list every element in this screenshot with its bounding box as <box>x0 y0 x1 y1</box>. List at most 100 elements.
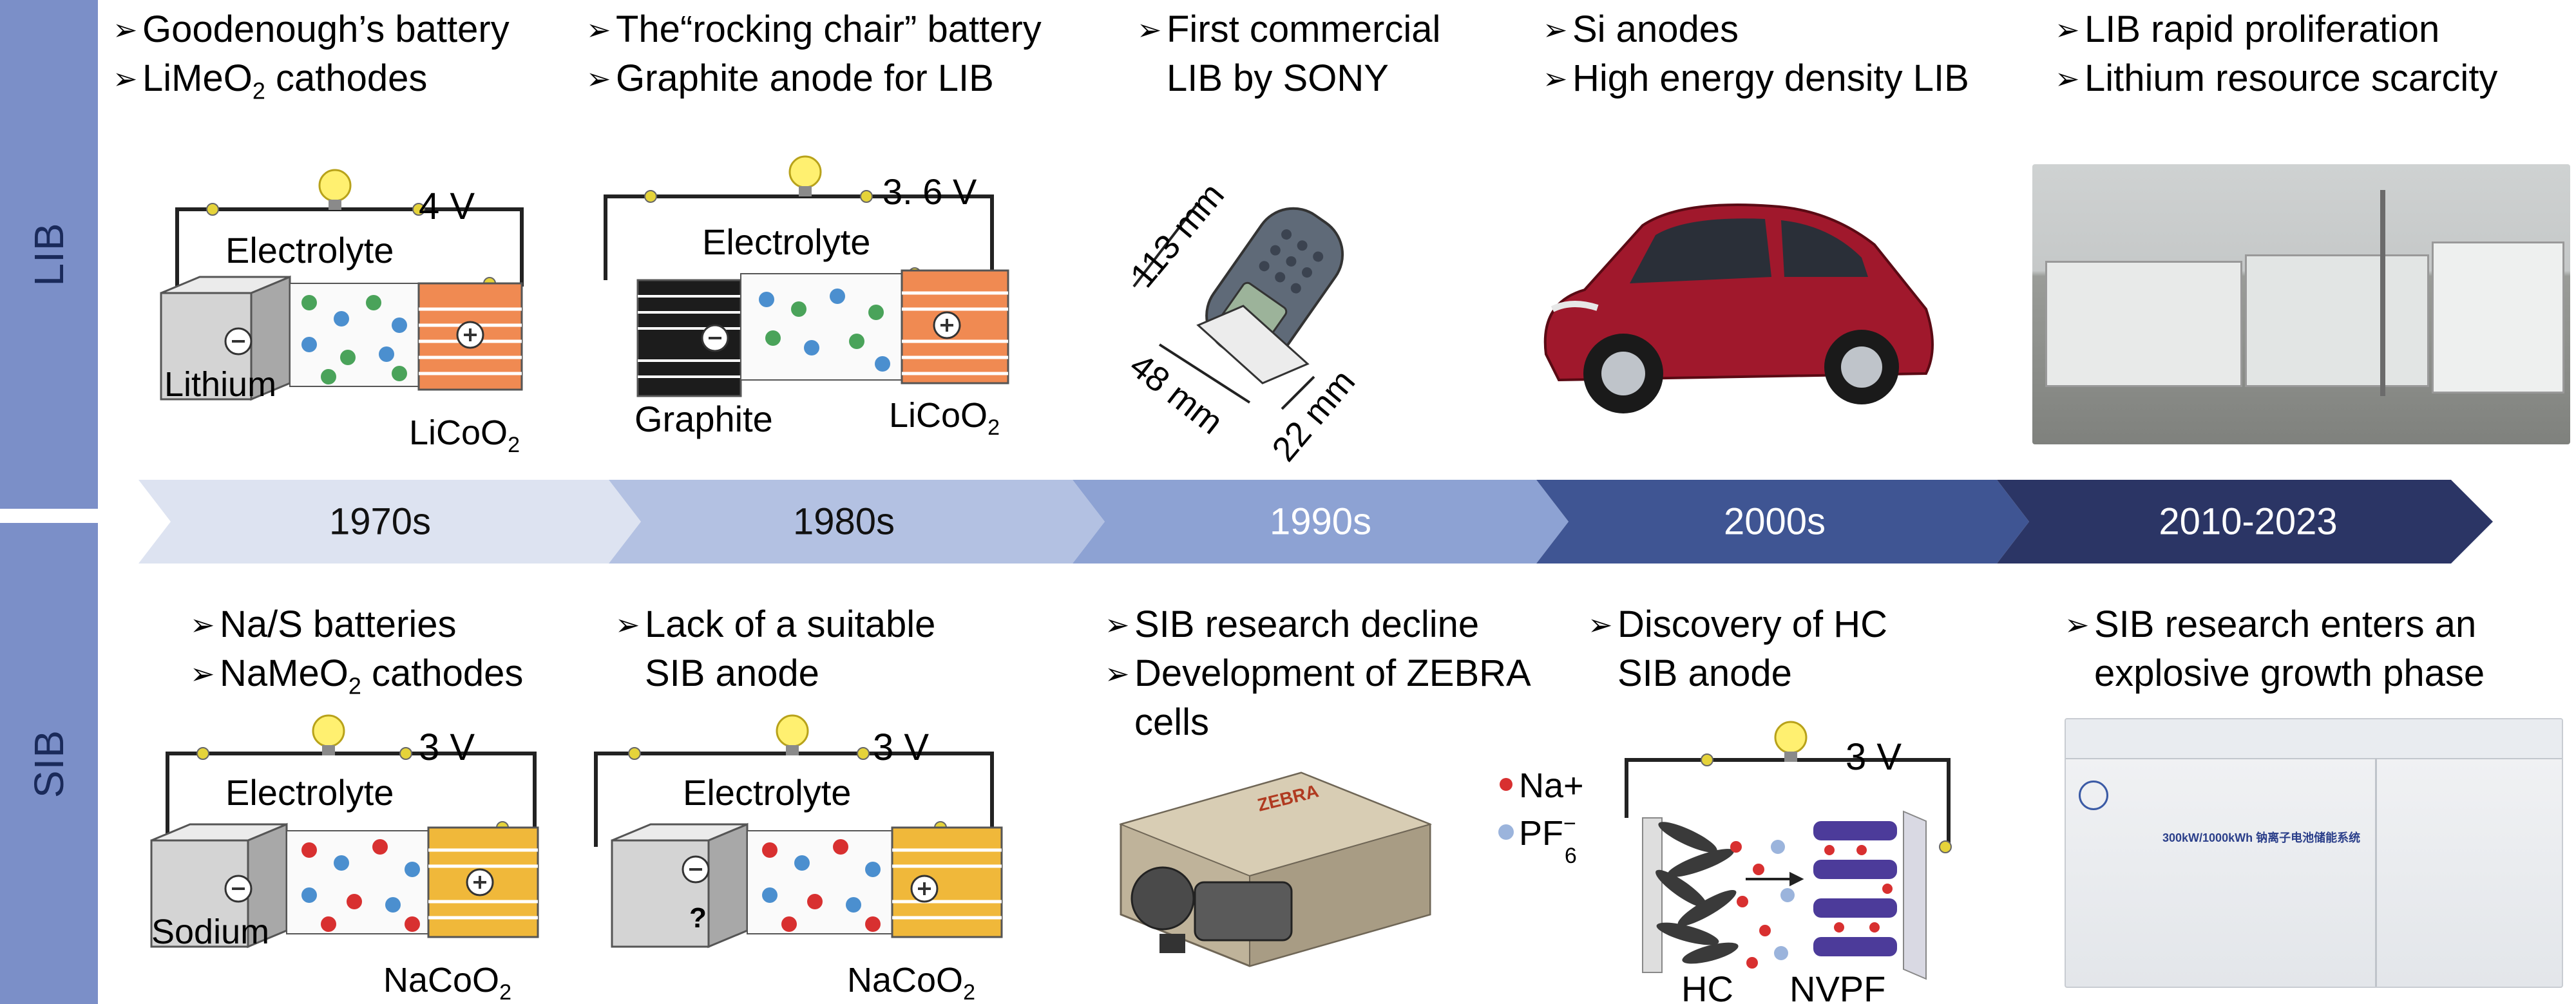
bullet-text: SIB research decline <box>1134 603 1480 645</box>
bullet-text: SIB anode <box>1617 652 1792 694</box>
bullet-text: Lithium resource scarcity <box>2085 57 2498 99</box>
timeline-segment-2000s <box>1536 480 2029 564</box>
bullet-icon: ➢ <box>586 13 611 46</box>
energy-storage-site-image <box>2032 164 2570 444</box>
era-label-2010-2023: 2010-2023 <box>2159 500 2338 543</box>
wire-node-icon <box>399 747 412 760</box>
na-ion-legend-icon <box>1500 778 1512 791</box>
plus-sign-icon <box>933 311 961 339</box>
bullet-text: cathodes <box>265 57 428 99</box>
timeline-segment-1990s <box>1073 480 1569 564</box>
cell-voltage: 3. 6 V <box>883 171 977 212</box>
bullet-text: LiMeO <box>142 57 253 99</box>
lib-1990s-text: ➢First commercial LIB by SONY <box>1137 5 1440 103</box>
lib-1970s-text: ➢Goodenough’s battery ➢LiMeO2 cathodes <box>113 5 510 116</box>
bullet-icon: ➢ <box>113 62 138 95</box>
anode-label: Graphite <box>634 399 773 439</box>
era-label-2000s: 2000s <box>1723 500 1826 543</box>
sib-2010s-text: ➢SIB research enters an explosive growth… <box>2065 600 2485 698</box>
anode-label: Sodium <box>151 913 269 951</box>
hard-carbon-anode <box>1655 822 1739 964</box>
wire-node-icon <box>1939 840 1952 853</box>
subscript: 2 <box>252 77 265 104</box>
ion-icon <box>301 295 407 384</box>
wire-node-icon <box>206 203 219 216</box>
wire-node-icon <box>644 190 657 203</box>
sib-1970s-text: ➢Na/S batteries ➢NaMeO2 cathodes <box>190 600 523 711</box>
bullet-text: Development of ZEBRA <box>1134 652 1531 694</box>
phone-width-label: 48 mm <box>1123 346 1230 442</box>
bullet-text: NaMeO <box>220 652 348 694</box>
minus-sign-icon <box>682 855 710 884</box>
lib-graphite-cell-diagram: 3. 6 V Electrolyte Graphite LiCoO2 <box>604 155 1009 440</box>
cathode-label: NaCoO2 <box>383 961 511 1004</box>
bullet-text: First commercial <box>1167 8 1441 50</box>
bullet-icon: ➢ <box>586 62 611 95</box>
bullet-icon: ➢ <box>1105 657 1130 690</box>
bulb-icon <box>318 169 352 210</box>
electrolyte-label: Electrolyte <box>702 222 870 262</box>
subscript: 2 <box>348 672 361 699</box>
hc-label: HC <box>1681 969 1733 1004</box>
electrolyte-label: Electrolyte <box>225 772 394 813</box>
timeline-segment-1970s <box>138 480 641 564</box>
bullet-text: Goodenough’s battery <box>142 8 510 50</box>
bullet-text: Lack of a suitable <box>645 603 936 645</box>
sib-hc-nvpf-cell-diagram: 3 V Na+ PF−6 HC NVPF <box>1498 721 1952 1004</box>
bullet-icon: ➢ <box>190 608 215 641</box>
anode-label: Lithium <box>164 365 276 404</box>
era-label-1990s: 1990s <box>1269 500 1372 543</box>
lib-2010s-text: ➢LIB rapid proliferation ➢Lithium resour… <box>2055 5 2497 103</box>
plus-sign-icon <box>910 875 939 903</box>
cathode-label: NaCoO2 <box>847 961 975 1004</box>
bullet-text: Discovery of HC <box>1617 603 1887 645</box>
wire-node-icon <box>857 747 870 760</box>
bullet-text: High energy density LIB <box>1572 57 1969 99</box>
bullet-icon: ➢ <box>1543 13 1568 46</box>
bullet-icon: ➢ <box>1588 608 1613 641</box>
nvpf-label: NVPF <box>1789 969 1885 1004</box>
wire-node-icon <box>628 747 641 760</box>
bullet-icon: ➢ <box>1105 608 1130 641</box>
arrow-icon <box>1746 871 1804 887</box>
timeline-segment-1980s <box>609 480 1105 564</box>
bullet-icon: ➢ <box>2055 62 2080 95</box>
electric-car-image <box>1543 204 1934 413</box>
sib-row-label: SIB <box>0 523 98 1004</box>
bulb-icon <box>776 714 809 755</box>
lib-row-label-text: LIB <box>26 222 72 287</box>
bullet-text: explosive growth phase <box>2094 652 2485 694</box>
cell-voltage: 3 V <box>873 726 929 768</box>
cell-voltage: 4 V <box>419 185 475 227</box>
container-sign: 300kW/1000kWh 钠离子电池储能系统 <box>2162 831 2361 844</box>
bullet-text: SIB anode <box>645 652 819 694</box>
era-label-1980s: 1980s <box>792 500 895 543</box>
wire-node-icon <box>196 747 209 760</box>
timeline-arrow <box>138 480 2493 564</box>
bullet-icon: ➢ <box>190 657 215 690</box>
wire-node-icon <box>412 203 425 216</box>
na-ion-legend-label: Na+ <box>1519 766 1584 805</box>
lib-row-label: LIB <box>0 0 98 509</box>
bullet-icon: ➢ <box>1137 13 1162 46</box>
bullet-icon: ➢ <box>2055 13 2080 46</box>
zebra-battery-image: ZEBRA <box>1108 747 1443 979</box>
plus-sign-icon <box>456 321 484 349</box>
bullet-text: cathodes <box>361 652 524 694</box>
phone-height-label: 113 mm <box>1123 176 1232 295</box>
sib-1980s-text: ➢Lack of a suitable SIB anode <box>615 600 935 698</box>
sib-sodium-cell-diagram: 3 V Electrolyte Sodium NaCoO2 <box>150 714 539 1004</box>
bulb-icon <box>312 714 345 755</box>
wire-node-icon <box>860 190 873 203</box>
bullet-text: Graphite anode for LIB <box>616 57 994 99</box>
lib-2000s-text: ➢Si anodes ➢High energy density LIB <box>1543 5 1969 103</box>
lib-1980s-text: ➢The“rocking chair” battery ➢Graphite an… <box>586 5 1042 103</box>
sib-1990s-text: ➢SIB research decline ➢Development of ZE… <box>1105 600 1531 747</box>
bullet-text: cells <box>1134 701 1210 743</box>
sib-energy-storage-container-image: 300kW/1000kWh 钠离子电池储能系统 <box>2065 718 2563 988</box>
mobile-phone-image: 113 mm 48 mm 22 mm <box>1123 176 1363 469</box>
timeline-segment-2010-2023 <box>1997 480 2493 564</box>
plus-sign-icon <box>466 868 494 896</box>
electrolyte-label: Electrolyte <box>225 230 394 270</box>
sib-unknown-anode-cell-diagram: 3 V Electrolyte ? NaCoO2 <box>594 714 1003 1004</box>
